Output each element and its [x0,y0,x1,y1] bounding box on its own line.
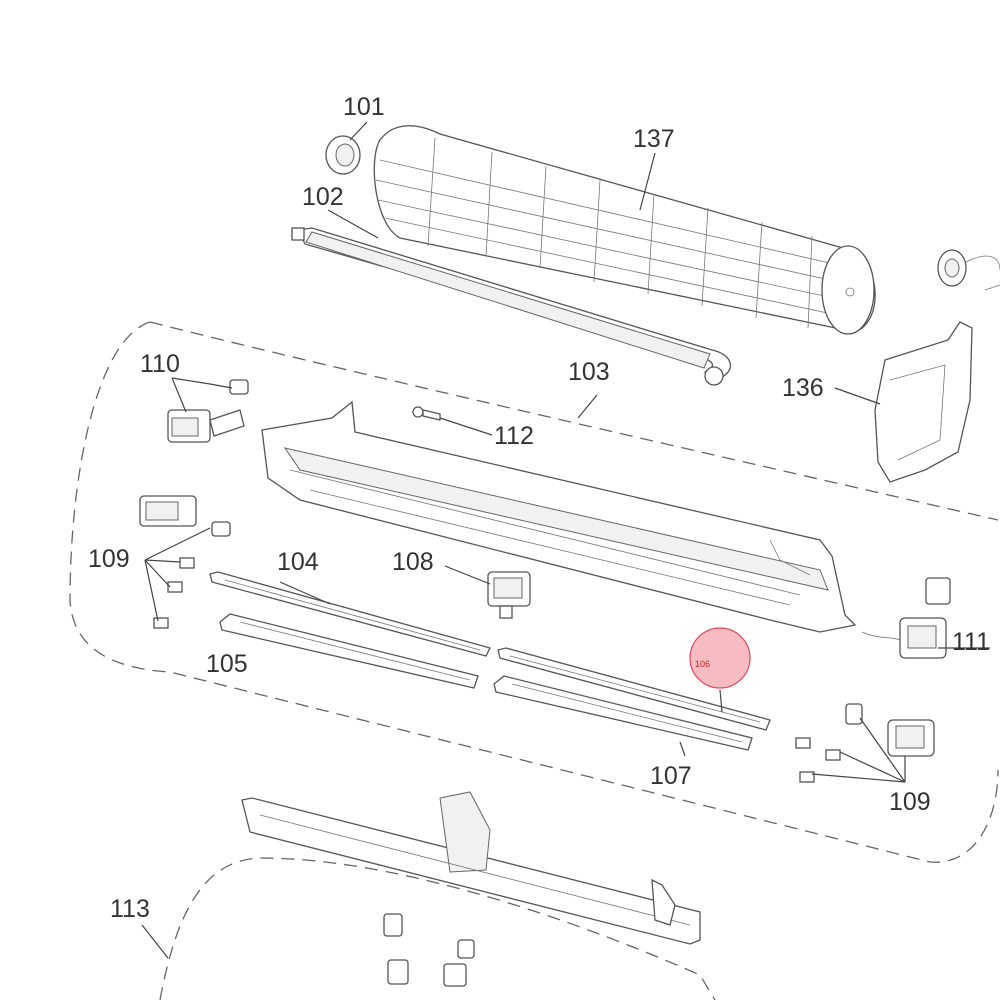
label-102: 102 [302,183,344,211]
label-106: 106 [695,659,710,669]
fan-housing-136[interactable] [874,249,1000,483]
label-105: 105 [206,650,248,678]
label-107: 107 [650,762,692,790]
label-110: 110 [140,350,180,378]
bearing-101[interactable] [325,135,361,175]
step-motor-109-left[interactable] [139,495,231,629]
label-137: 137 [633,125,675,153]
label-112: 112 [494,422,534,450]
group-outline-113 [159,857,716,1000]
step-motor-110[interactable] [167,379,249,443]
group-outline-103-top [149,321,999,521]
group-outline-103 [69,321,999,863]
label-101: 101 [343,93,385,121]
louver-106[interactable] [497,647,771,731]
louver-105[interactable] [219,613,479,689]
screw-112[interactable] [412,406,441,421]
label-113: 113 [110,895,150,923]
motor-bracket-108[interactable] [487,571,531,619]
louver-104[interactable] [209,571,491,657]
leader-lines [141,121,990,959]
label-108: 108 [392,548,434,576]
label-104: 104 [277,548,319,576]
step-motor-111[interactable] [861,577,951,659]
blower-fan-137[interactable] [373,125,876,335]
louver-107[interactable] [493,675,753,751]
label-136: 136 [782,374,824,402]
heat-tube-102[interactable] [291,227,731,386]
step-motor-109-right[interactable] [795,703,935,783]
label-109-right: 109 [889,788,931,816]
label-111: 111 [952,628,990,656]
drain-pan-103[interactable] [261,400,857,633]
frame-113[interactable] [241,791,701,987]
label-103: 103 [568,358,610,386]
hotspot-106[interactable] [689,627,751,689]
label-109-left: 109 [88,545,130,573]
